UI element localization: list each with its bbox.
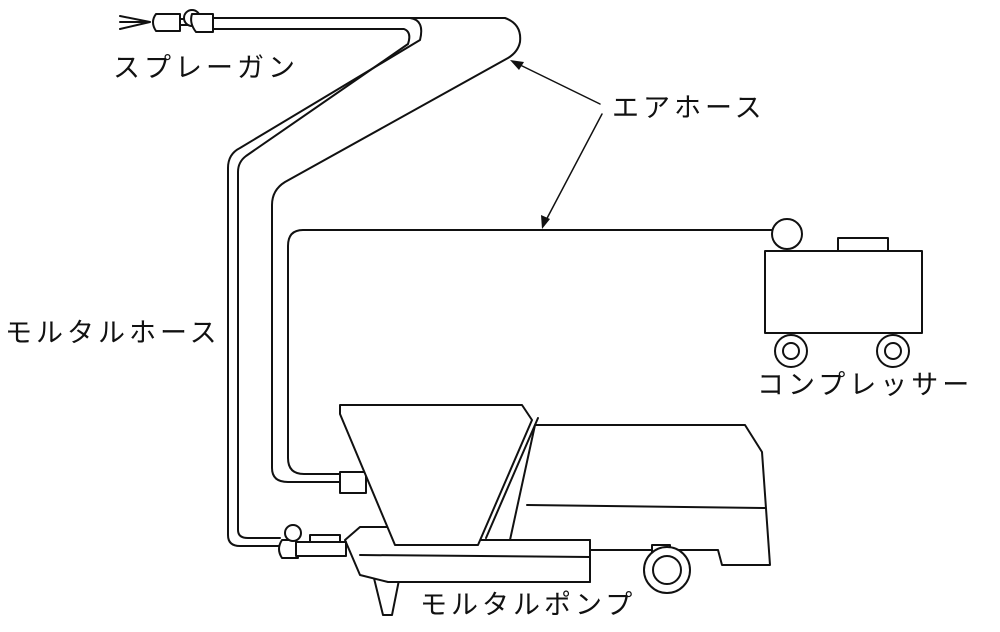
- label-air-hose: エアホース: [612, 93, 766, 124]
- mortar-hose: [212, 17, 423, 547]
- arrowhead-icon: [541, 215, 550, 229]
- air-hose-lower: [287, 229, 773, 475]
- arrowhead-icon: [510, 60, 524, 70]
- spray-gun: [119, 9, 214, 33]
- air-hose-upper: [271, 17, 522, 483]
- air-connector: [339, 471, 367, 494]
- compressor: [764, 218, 923, 368]
- mortar-pump: [278, 404, 771, 616]
- leader-arrows: [510, 60, 603, 229]
- label-spray-gun: スプレーガン: [113, 53, 299, 84]
- label-mortar-pump: モルタルポンプ: [420, 590, 637, 621]
- label-mortar-hose: モルタルホース: [5, 318, 221, 349]
- label-compressor: コンプレッサー: [757, 370, 974, 401]
